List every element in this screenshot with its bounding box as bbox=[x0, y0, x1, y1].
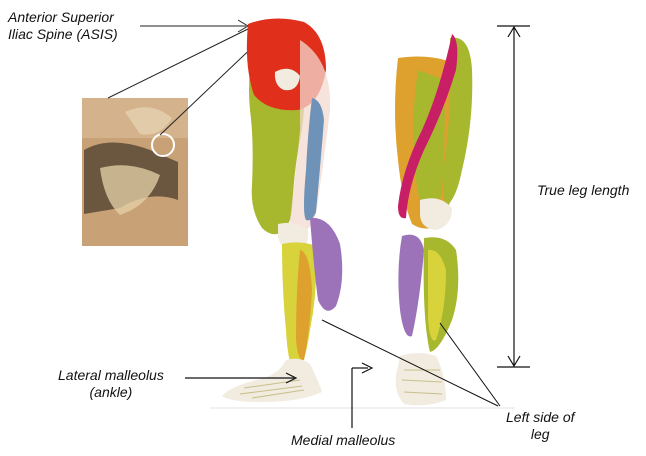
leg-back-view bbox=[395, 34, 472, 405]
lateral-malleolus-label-line-1: Lateral malleolus bbox=[58, 367, 164, 384]
lateral-malleolus-label: Lateral malleolus (ankle) bbox=[58, 367, 164, 401]
left-side-label-line-2: leg bbox=[506, 426, 575, 443]
leg-side-view bbox=[222, 18, 342, 402]
true-leg-length-arrow bbox=[497, 26, 530, 367]
true-leg-length-label: True leg length bbox=[537, 182, 629, 199]
asis-label-line-1: Anterior Superior bbox=[8, 9, 118, 26]
medial-malleolus-label: Medial malleolus bbox=[291, 432, 395, 449]
asis-label: Anterior Superior Iliac Spine (ASIS) bbox=[8, 9, 118, 43]
lateral-malleolus-label-line-2: (ankle) bbox=[58, 384, 164, 401]
pelvis-photo bbox=[82, 98, 188, 246]
medial-malleolus-arrow bbox=[352, 363, 372, 428]
left-side-label-line-1: Left side of bbox=[506, 409, 575, 426]
left-side-of-leg-label: Left side of leg bbox=[506, 409, 575, 443]
asis-label-line-2: Iliac Spine (ASIS) bbox=[8, 26, 118, 43]
